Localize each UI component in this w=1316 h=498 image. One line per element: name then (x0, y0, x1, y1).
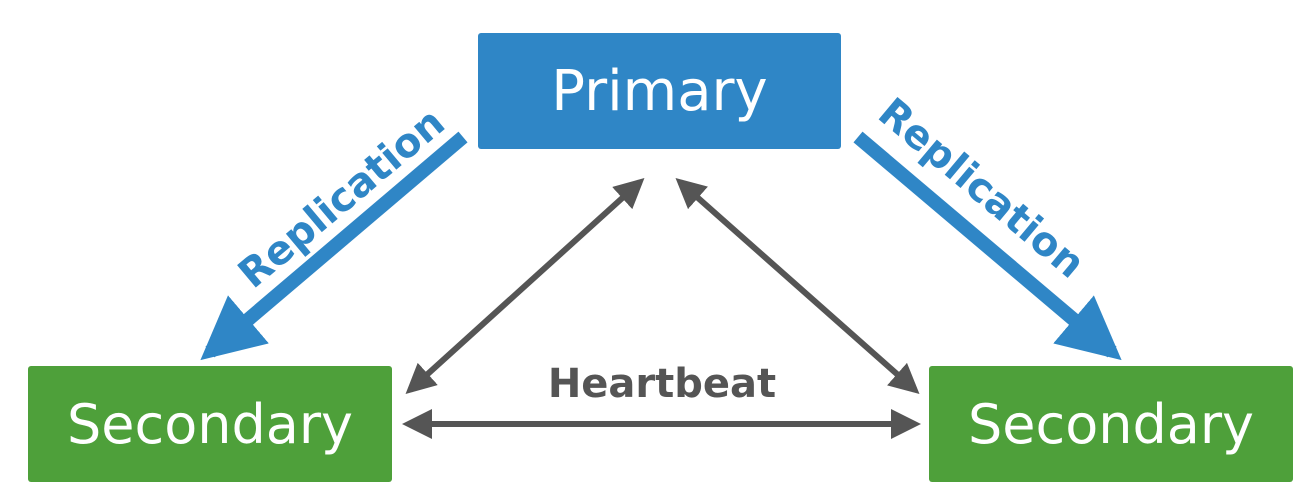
heartbeat-arrow-right (675, 178, 920, 394)
replication-arrow-right (853, 131, 1122, 361)
replication-arrow-left (200, 131, 468, 361)
secondary-node-right-label: Secondary (968, 392, 1254, 456)
primary-node: Primary (478, 33, 841, 149)
heartbeat-label: Heartbeat (548, 361, 776, 407)
secondary-node-left-label: Secondary (67, 392, 353, 456)
replication-label-left: Replication (230, 99, 454, 297)
secondary-node-right: Secondary (929, 366, 1293, 482)
secondary-node-left: Secondary (28, 366, 392, 482)
heartbeat-arrow-left (405, 177, 645, 395)
replication-label-right: Replication (869, 89, 1093, 287)
primary-node-label: Primary (551, 58, 768, 124)
